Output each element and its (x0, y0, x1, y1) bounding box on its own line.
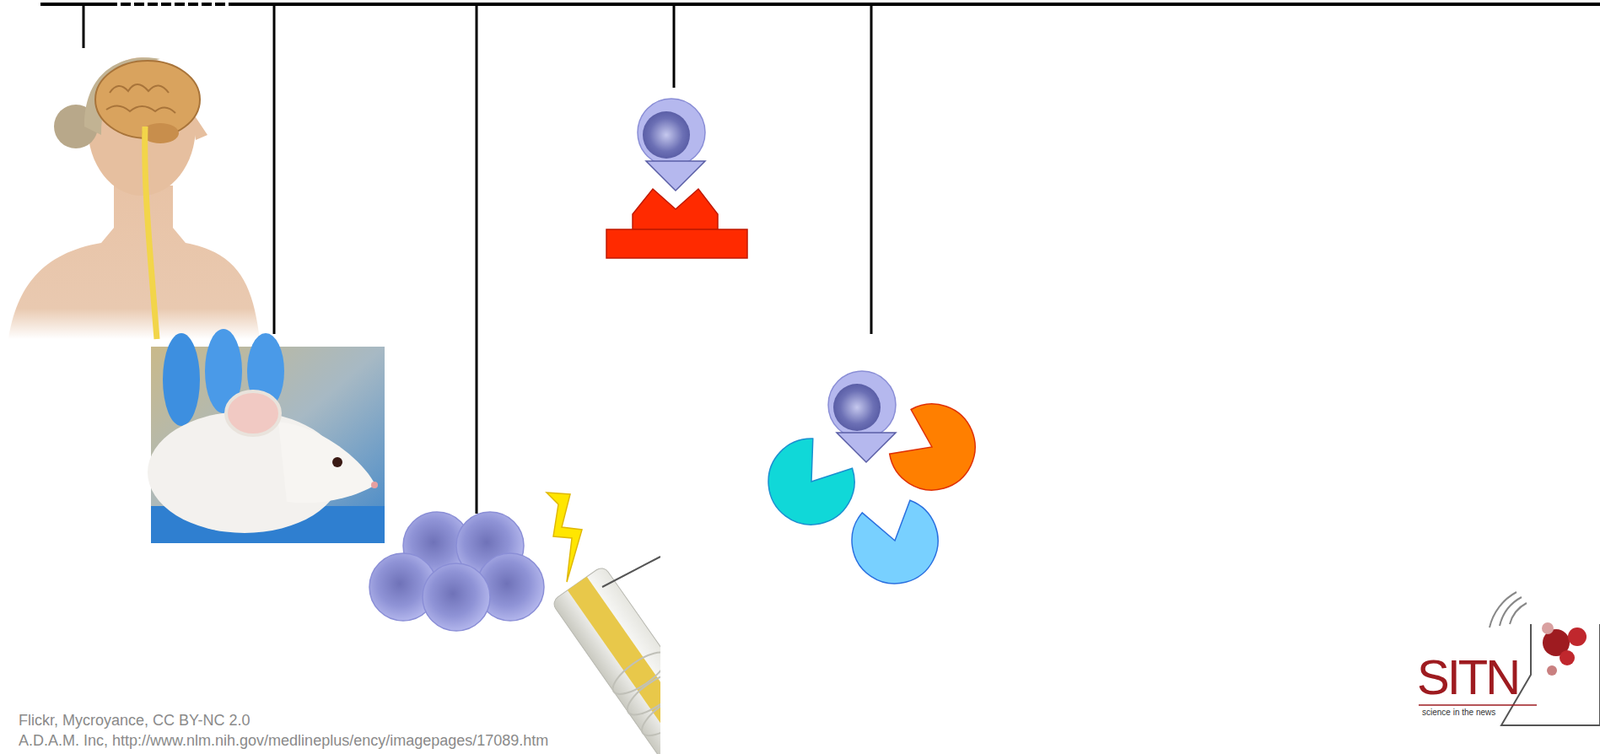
ligand-sphere (637, 98, 706, 167)
timeline-tick (870, 4, 873, 335)
ligand-core (642, 111, 690, 159)
mouse-eye (332, 457, 343, 468)
spinal-cord (145, 126, 157, 340)
mouse-ear (226, 391, 281, 436)
image-credit: A.D.A.M. Inc, http://www.nlm.nih.gov/med… (18, 732, 549, 750)
human-figure (8, 57, 260, 340)
ligand-core (833, 383, 881, 431)
timeline-tick (475, 4, 479, 514)
mouse-nose (371, 481, 378, 489)
logo-wordmark: SITN (1416, 649, 1519, 706)
logo-underline (1418, 704, 1537, 706)
ligand-key (646, 161, 706, 191)
receptor-base (606, 229, 748, 259)
receptor-teal (768, 438, 855, 525)
timeline-dashed (107, 2, 233, 6)
logo-bubble (1541, 622, 1554, 635)
myelin-sheath (550, 565, 661, 754)
radio-waves (1489, 592, 1527, 628)
logo-bubble (1546, 665, 1557, 676)
receptor-site (632, 188, 718, 230)
glove-finger (162, 333, 200, 426)
torso (8, 185, 260, 340)
receptor-orange (889, 404, 976, 491)
logo-tagline: science in the news (1422, 707, 1496, 718)
timeline-line (40, 2, 108, 6)
receptor-binding (606, 98, 748, 259)
ligand-key (836, 432, 896, 463)
mouse-head (278, 421, 376, 503)
mouse-photo (147, 328, 385, 544)
logo-bubble (1567, 627, 1587, 647)
cell-cluster (369, 511, 545, 631)
cell (422, 563, 491, 631)
myelin-ring (635, 686, 661, 744)
receptor-blue (851, 500, 938, 584)
logo-bubble (1559, 650, 1575, 666)
timeline-line (232, 2, 1600, 6)
myelin-ring (607, 645, 661, 702)
axon (567, 576, 661, 754)
lightning-bolt (546, 492, 582, 582)
image-credit: Flickr, Mycroyance, CC BY-NC 2.0 (18, 711, 250, 730)
ligand-sphere (828, 371, 896, 439)
timeline-tick (673, 4, 676, 88)
timeline-tick (82, 4, 86, 49)
brain-folds (106, 84, 176, 114)
leader-line (602, 556, 661, 588)
myelin-ring (621, 666, 661, 723)
receptor-choice (768, 371, 976, 584)
timeline-tick (273, 4, 276, 335)
nerve-fiber (550, 556, 661, 754)
